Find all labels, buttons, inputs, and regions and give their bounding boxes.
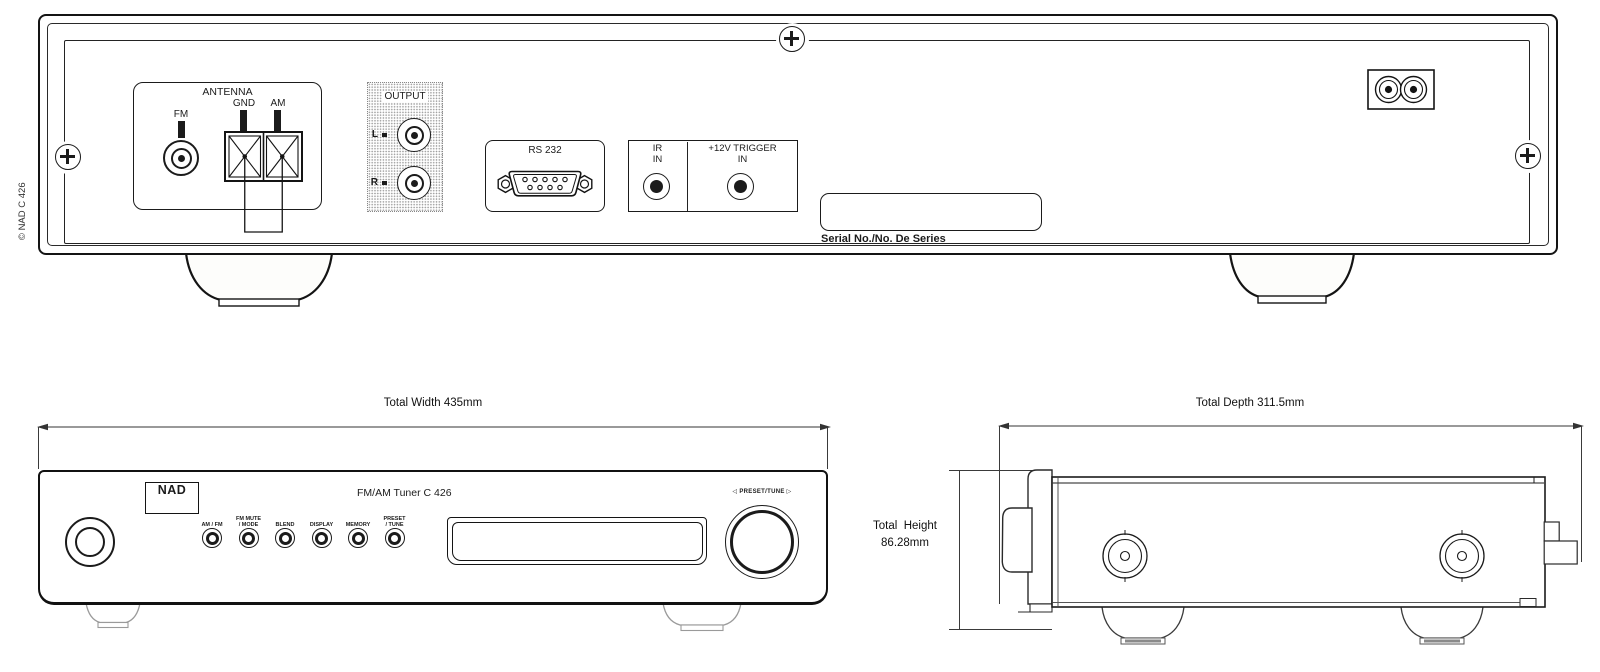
button-label: FM MUTE <box>235 516 262 522</box>
output-title: OUTPUT <box>382 91 428 102</box>
width-dimension-line <box>37 423 831 431</box>
rear-panel-view: © NAD C 426 ANTENNA FM GND AM <box>0 0 1600 330</box>
button-label: PRESET <box>383 516 406 522</box>
copyright-label-text: © NAD C 426 <box>16 182 28 241</box>
screw-right-icon <box>1515 143 1541 169</box>
side-screw-mount-rear <box>1439 530 1485 582</box>
button-fm-mute-mode: FM MUTE / MODE <box>231 515 267 561</box>
side-knob-protrusion <box>1001 507 1033 573</box>
width-ext-line-left <box>38 427 40 469</box>
am-loop-wire <box>244 158 283 233</box>
fm-antenna-stub <box>177 121 185 138</box>
button-am-fm: AM / FM <box>194 515 230 561</box>
am-terminal-block <box>224 131 303 233</box>
output-l-label: L <box>371 129 378 140</box>
button-label: MEMORY <box>345 522 371 528</box>
front-panel-view: Total Width 435mm NAD FM/AM Tuner C 426 … <box>0 380 900 672</box>
rs232-title: RS 232 <box>528 145 562 156</box>
antenna-title: ANTENNA <box>202 86 253 98</box>
side-faceplate-foot <box>1029 603 1053 613</box>
button-preset-tune: PRESET / TUNE <box>377 515 413 561</box>
side-view: Total Depth 311.5mm Total Height 86.28mm <box>0 380 1600 672</box>
power-button-inner <box>75 527 105 557</box>
rear-foot-left <box>184 252 334 307</box>
ir-in-label-line2: IN <box>652 154 663 165</box>
height-dimension-line <box>958 470 960 629</box>
side-rear-protrusion-upper <box>1543 521 1560 542</box>
ir-in-jack-hole <box>649 179 663 193</box>
total-depth-label: Total Depth 311.5mm <box>1195 397 1305 409</box>
ir-trigger-divider <box>687 141 689 211</box>
am-terminal-stub <box>274 110 281 133</box>
side-chassis-drawing <box>1001 469 1578 645</box>
output-l-tick <box>381 132 387 137</box>
total-width-label: Total Width 435mm <box>383 397 483 409</box>
gnd-label: GND <box>232 98 256 109</box>
serial-number-label: Serial No./No. De Series <box>821 233 946 245</box>
trigger-in-label-line2: IN <box>737 154 748 165</box>
front-foot-right <box>662 602 742 632</box>
screw-left-icon <box>55 144 81 170</box>
ir-in-label-line1: IR <box>652 143 663 154</box>
rca-jack-right-pin <box>410 179 418 187</box>
button-display: DISPLAY <box>304 515 340 561</box>
depth-ext-line-rear <box>1581 426 1583 562</box>
fm-label: FM <box>173 109 189 120</box>
rear-foot-right <box>1228 252 1356 304</box>
trigger-in-jack-hole <box>733 179 747 193</box>
display-window <box>447 517 707 565</box>
total-height-label-line2: 86.28mm <box>881 537 929 549</box>
height-tick-bottom <box>949 628 1052 630</box>
am-label: AM <box>270 98 286 109</box>
button-label: / MODE <box>238 522 259 528</box>
ac-power-inlet <box>1367 69 1435 110</box>
output-r-tick <box>381 180 387 185</box>
depth-dimension-line <box>998 422 1584 430</box>
fm-coax-center-pin <box>177 154 185 162</box>
knob-label: ◁ PRESET/TUNE ▷ <box>732 489 792 495</box>
rca-jack-left-pin <box>410 131 418 139</box>
button-blend: BLEND <box>267 515 303 561</box>
button-label: DISPLAY <box>309 522 334 528</box>
side-bottom-step <box>1519 598 1537 607</box>
depth-ext-line-front <box>999 426 1001 604</box>
button-label: AM / FM <box>201 522 223 528</box>
trigger-in-label-line1: +12V TRIGGER <box>708 143 777 154</box>
total-height-label-line1: Total Height <box>873 520 937 532</box>
width-ext-line-right <box>827 427 829 469</box>
gnd-terminal-stub <box>240 110 247 133</box>
side-foot-rear <box>1400 606 1484 645</box>
rs232-db9-port <box>497 170 593 197</box>
front-foot-left <box>85 602 141 629</box>
tuning-knob-ring <box>730 510 794 574</box>
serial-number-box <box>820 193 1042 231</box>
db9-pins <box>522 176 568 191</box>
side-foot-front <box>1101 606 1185 645</box>
display-window-inner <box>451 521 703 561</box>
button-label: / TUNE <box>385 522 404 528</box>
side-rear-protrusion-lower <box>1543 540 1578 565</box>
model-label: FM/AM Tuner C 426 <box>357 487 452 499</box>
side-screw-mount-front <box>1102 530 1148 582</box>
button-label: BLEND <box>275 522 295 528</box>
height-tick-top <box>949 469 1052 471</box>
output-r-label: R <box>370 177 378 188</box>
nad-logo: NAD <box>145 482 199 514</box>
screw-top-icon <box>779 26 805 52</box>
button-memory: MEMORY <box>340 515 376 561</box>
